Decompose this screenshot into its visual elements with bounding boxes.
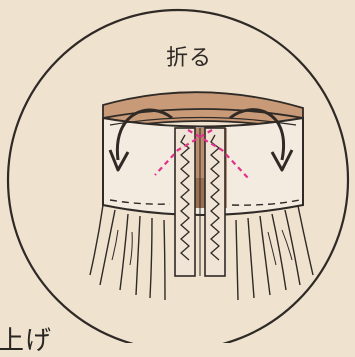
footer-text-fragment: 上げ <box>0 320 52 357</box>
fold-caption: 折る <box>166 40 212 72</box>
gathered-skirt <box>90 205 313 300</box>
fold-illustration-panel: 折る 上げ <box>0 0 355 343</box>
